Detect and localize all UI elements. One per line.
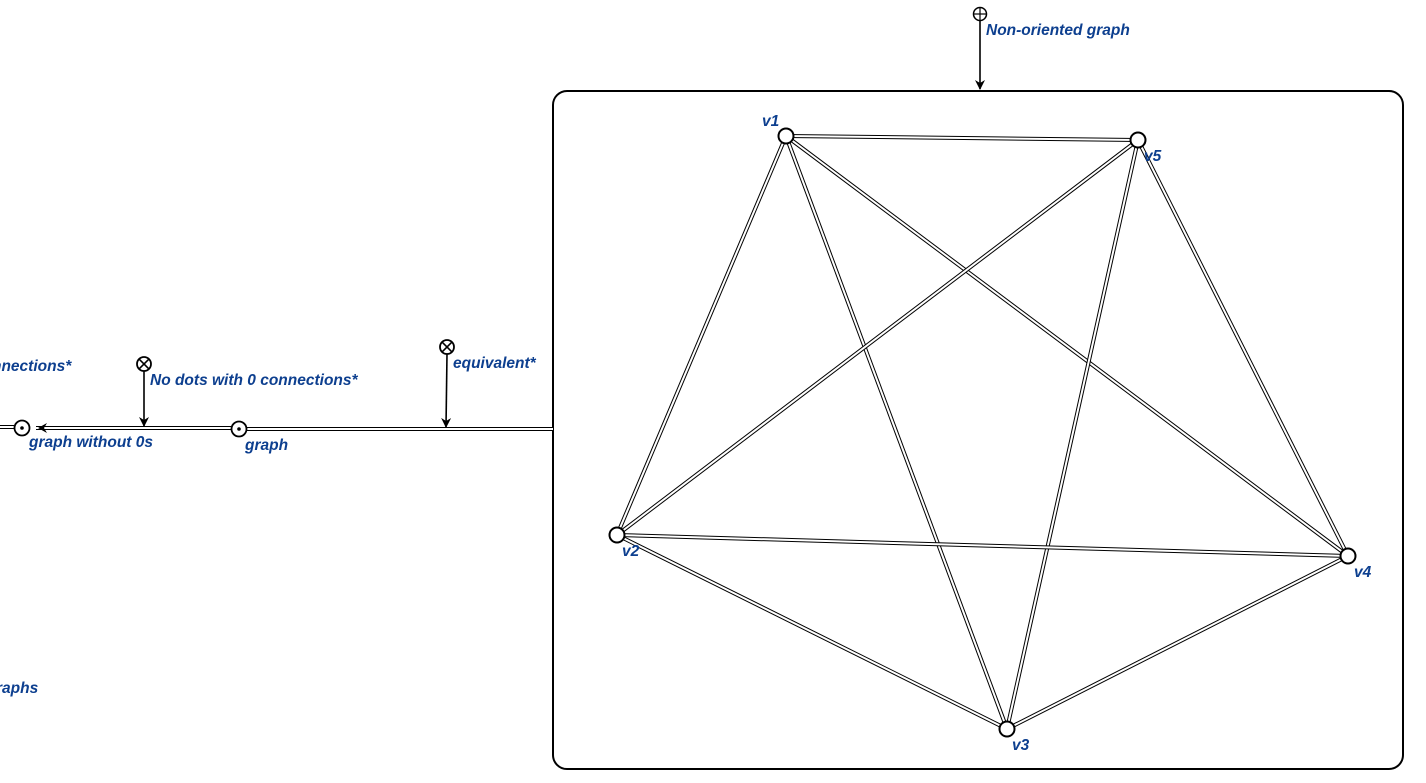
vertex-v5[interactable]: v5 <box>1129 131 1162 166</box>
edge-v2-v3-inner <box>616 534 1008 730</box>
equivalent-arrow <box>441 353 452 428</box>
vertex-circle <box>608 526 626 544</box>
vertex-label: v2 <box>622 543 640 560</box>
edge-v5-v4-inner <box>1137 139 1349 557</box>
graph-frame[interactable] <box>552 90 1404 770</box>
graph-node[interactable]: graph <box>230 420 289 455</box>
edge-v1-v4-inner <box>785 135 1349 557</box>
vertex-circle <box>777 127 795 145</box>
cut-connections-label: nnections* <box>0 358 72 375</box>
graph-without-0s-label: graph without 0s <box>28 434 153 451</box>
edge-v1-v3-inner <box>785 135 1008 730</box>
vertex-label: v4 <box>1354 564 1372 581</box>
no-dots-relation[interactable]: No dots with 0 connections* <box>136 356 359 389</box>
edge-v5-v3-inner <box>1006 139 1139 730</box>
graph-edges <box>615 134 1350 731</box>
vertex-circle <box>1339 547 1357 565</box>
vertex-v4[interactable]: v4 <box>1339 547 1372 582</box>
chain-arrowhead <box>38 423 47 433</box>
edge-v1-v2-inner <box>616 135 787 536</box>
edge-v1-v5-inner <box>785 135 1139 141</box>
cut-graphs-label: raphs <box>0 680 39 697</box>
edge-v5-v2-inner <box>616 139 1139 536</box>
equivalent-relation[interactable]: equivalent* <box>439 339 537 372</box>
non-oriented-graph-concept[interactable]: Non-oriented graph <box>972 6 1130 40</box>
edge-v3-v4-inner <box>1006 555 1349 730</box>
vertex-v2[interactable]: v2 <box>608 526 640 561</box>
vertex-label: v3 <box>1012 737 1030 754</box>
vertex-circle <box>998 720 1016 738</box>
vertex-label: v1 <box>762 113 779 130</box>
equivalent-label: equivalent* <box>453 355 537 372</box>
non-oriented-graph-label: Non-oriented graph <box>986 22 1130 39</box>
vertex-v1[interactable]: v1 <box>762 113 795 145</box>
chain-connector <box>0 423 553 433</box>
no-dots-label: No dots with 0 connections* <box>150 372 359 389</box>
vertex-v3[interactable]: v3 <box>998 720 1030 755</box>
edge-v2-v4-inner <box>616 534 1349 557</box>
graph-vertices: v1 v2 v3 v4 v5 <box>608 113 1372 755</box>
vertex-circle <box>1129 131 1147 149</box>
vertex-label: v5 <box>1144 148 1162 165</box>
graph-without-0s-node[interactable]: graph without 0s <box>13 419 154 452</box>
graph-label: graph <box>244 437 288 454</box>
